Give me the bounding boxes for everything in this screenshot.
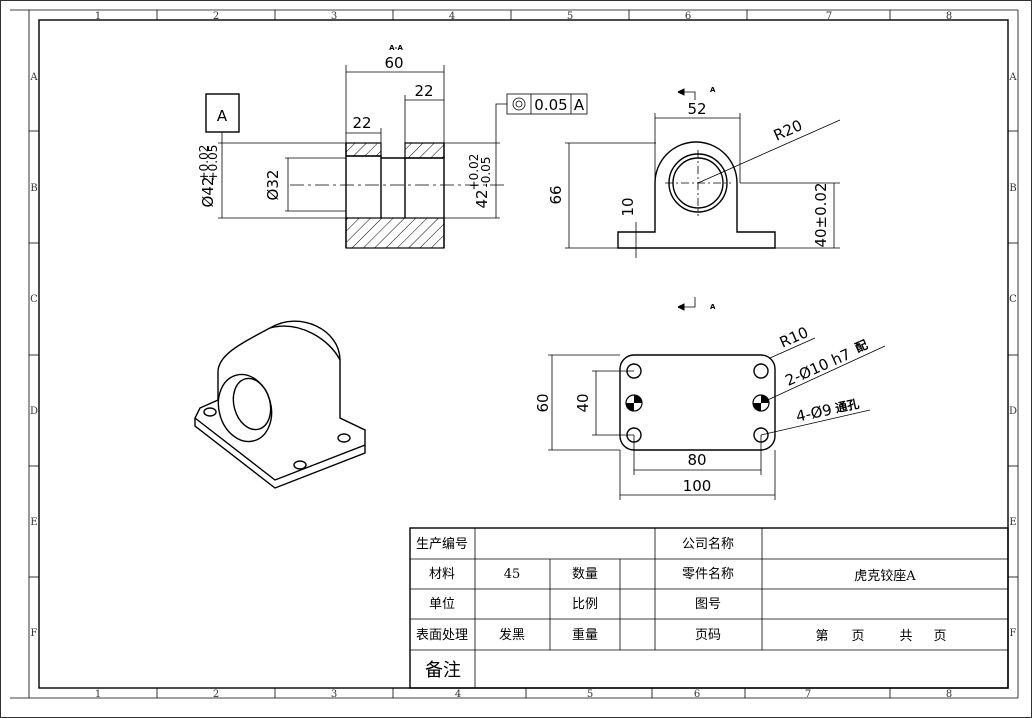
tb-surface-label: 表面处理 [416, 628, 468, 643]
gdt-frame [506, 93, 588, 115]
title-block [409, 527, 1009, 689]
grid-row-left-b: B [30, 183, 37, 194]
tb-company-label: 公司名称 [682, 536, 734, 552]
dim-plan-overall-width: 100 [683, 477, 712, 495]
tb-part-name-value: 虎克铰座A [854, 569, 916, 584]
dim-center-height: 40±0.02 [812, 182, 830, 247]
dim-overall-width: 60 [384, 54, 403, 72]
plan-view: A R10 2-Ø10 h7 配 4-Ø9 通孔 60 [534, 297, 886, 500]
tb-material-value: 45 [504, 567, 521, 582]
grid-col-bottom-1: 1 [95, 689, 101, 700]
grid-col-top-8: 8 [946, 11, 952, 22]
tb-production-no-label: 生产编号 [416, 537, 468, 552]
grid-col-top-7: 7 [826, 11, 832, 22]
dim-plan-height: 60 [534, 393, 552, 412]
tb-page-value-2: 页 [851, 629, 864, 644]
grid-row-left-f: F [31, 628, 38, 639]
pin-hole-left [625, 394, 643, 412]
tb-remarks-label: 备注 [425, 660, 461, 681]
dim-inner-dia: Ø32 [264, 170, 282, 201]
grid-row-right-f: F [1010, 628, 1017, 639]
grid-row-right-d: D [1009, 406, 1017, 417]
plan-outline [619, 354, 776, 451]
section-hatch-top-left [345, 142, 382, 157]
dim-outer-tol-lower: +0.05 [206, 145, 220, 182]
tb-material-label: 材料 [429, 567, 455, 582]
section-view-a-a: A-A 60 22 22 Ø32 Ø42 + [197, 44, 588, 249]
grid-col-bottom-4: 4 [455, 689, 461, 700]
grid-row-left-c: C [30, 294, 38, 305]
tb-weight-label: 重量 [572, 627, 598, 643]
grid-col-bottom-2: 2 [213, 689, 219, 700]
section-hatch-bottom [345, 217, 445, 249]
dim-pin-holes-note: 配 [853, 337, 870, 356]
front-body-outline [617, 141, 776, 249]
dim-top-width: 52 [687, 100, 706, 118]
grid-col-top-1: 1 [95, 11, 101, 22]
tb-page-label: 页码 [695, 628, 721, 643]
gdt-datum: A [574, 96, 585, 114]
grid-col-bottom-3: 3 [331, 689, 337, 700]
plan-section-mark: A [710, 303, 716, 311]
dim-plan-inner-height: 40 [574, 393, 592, 412]
dim-outer-tol-upper: +0.02 [197, 145, 211, 182]
dim-height: 66 [547, 185, 565, 204]
isometric-view [194, 320, 366, 489]
tb-scale-label: 比例 [572, 597, 598, 612]
datum-label: A [217, 107, 228, 125]
dim-right-dia: 42 [473, 189, 491, 208]
border-grid-ticks [10, 9, 1019, 699]
dim-right-step: 22 [414, 82, 433, 100]
grid-row-left-a: A [29, 72, 38, 83]
tb-page-value-1: 第 [815, 629, 828, 644]
concentricity-icon [512, 97, 526, 111]
grid-col-bottom-5: 5 [587, 689, 593, 700]
grid-col-top-3: 3 [331, 11, 337, 22]
grid-row-left-e: E [30, 517, 37, 528]
tb-quantity-label: 数量 [572, 567, 598, 582]
tb-page-value-3: 共 [899, 629, 912, 644]
grid-col-top-6: 6 [685, 11, 691, 22]
grid-col-bottom-8: 8 [946, 689, 952, 700]
tb-part-name-label: 零件名称 [682, 566, 734, 582]
dim-bolt-holes: 4-Ø9 [794, 401, 833, 426]
section-hatch-top-right [404, 142, 445, 159]
grid-row-right-c: C [1009, 294, 1017, 305]
front-section-mark: A [710, 86, 716, 94]
bolt-hole-tr [753, 363, 769, 379]
dim-bolt-holes-note: 通孔 [834, 396, 861, 416]
tb-unit-label: 单位 [429, 597, 455, 612]
dim-right-tol-upper: +0.02 [467, 154, 481, 191]
tb-surface-value: 发黑 [499, 627, 525, 643]
grid-row-right-e: E [1009, 517, 1016, 528]
grid-row-right-b: B [1009, 183, 1016, 194]
dim-pin-holes: 2-Ø10 h7 [782, 345, 853, 390]
grid-col-bottom-6: 6 [694, 689, 700, 700]
grid-col-top-4: 4 [449, 11, 455, 22]
section-label: A-A [389, 44, 403, 52]
front-view: A 52 R20 66 10 40±0.02 [547, 86, 841, 258]
dim-plan-inner-width: 80 [687, 451, 706, 469]
gdt-tolerance: 0.05 [534, 96, 567, 114]
grid-row-right-a: A [1008, 72, 1017, 83]
dim-right-tol-lower: -0.05 [479, 156, 493, 187]
dim-outer-dia: Ø42 [199, 177, 217, 208]
tb-page-value-4: 页 [933, 629, 946, 644]
dim-left-step: 22 [352, 114, 371, 132]
datum-box [205, 93, 240, 133]
grid-col-top-2: 2 [213, 11, 219, 22]
dim-radius: R20 [771, 116, 805, 144]
dim-base-thickness: 10 [619, 197, 637, 216]
tb-drawing-no-label: 图号 [695, 597, 721, 612]
grid-row-left-d: D [30, 406, 38, 417]
inner-border [38, 19, 1009, 689]
grid-col-bottom-7: 7 [805, 689, 811, 700]
grid-col-top-5: 5 [567, 11, 573, 22]
